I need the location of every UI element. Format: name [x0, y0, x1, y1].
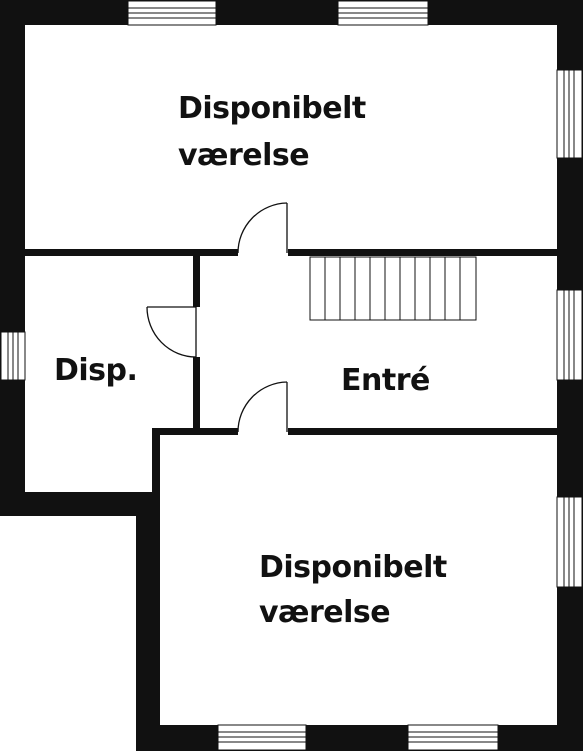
window-right-1: [556, 69, 583, 159]
stairs: [309, 256, 477, 321]
room-label-top-line2: værelse: [178, 138, 309, 173]
window-right-2: [556, 289, 583, 381]
room-label-bottom-line2: værelse: [259, 595, 390, 630]
wall-lower-horizontal: [152, 428, 557, 435]
room-label-top-line1: Disponibelt: [178, 91, 366, 126]
window-left: [0, 331, 26, 381]
doors: [146, 202, 288, 433]
room-label-disp: Disp.: [54, 353, 137, 388]
door-top-room: [237, 202, 288, 254]
window-bottom-left: [217, 724, 307, 751]
wall-lower-vertical: [152, 428, 160, 492]
window-bottom-right: [407, 724, 499, 751]
window-top-right: [337, 0, 429, 26]
room-label-entre: Entré: [341, 363, 430, 398]
window-top-left: [127, 0, 217, 26]
door-disp: [146, 306, 197, 358]
window-right-3: [556, 496, 583, 588]
wall-upper-horizontal: [25, 249, 557, 256]
door-bottom-room: [237, 381, 288, 433]
room-label-bottom-line1: Disponibelt: [259, 550, 447, 585]
door-openings: [192, 248, 288, 436]
